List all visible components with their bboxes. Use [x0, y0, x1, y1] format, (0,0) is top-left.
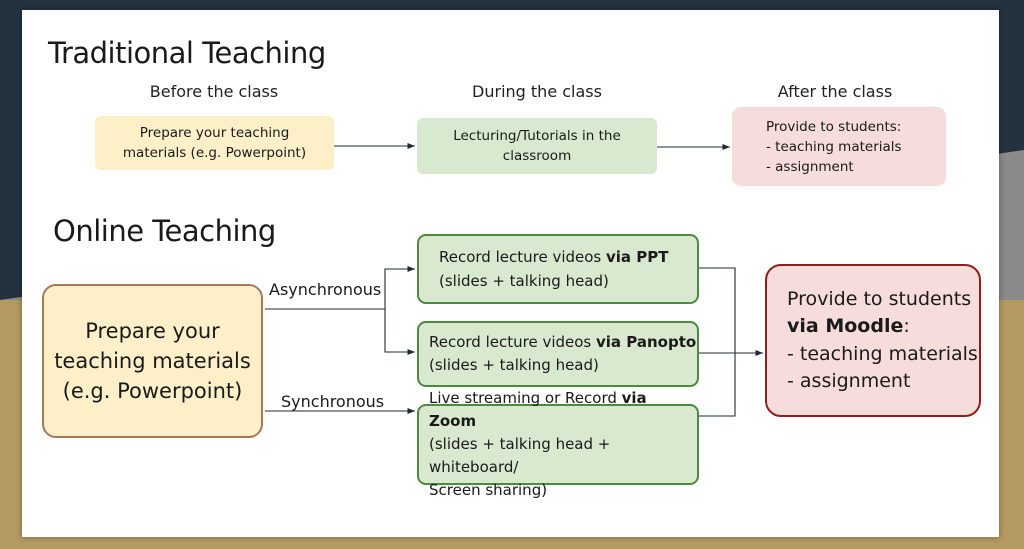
panopto-box: Record lecture videos via Panopto (slide… [417, 321, 699, 387]
online-teaching-title: Online Teaching [53, 214, 276, 248]
arrow-async-to-ppt [265, 265, 415, 310]
traditional-provide-line3: - assignment [766, 158, 854, 175]
moodle-box: Provide to students via Moodle: - teachi… [765, 264, 981, 417]
panopto-bold: via Panopto [596, 333, 697, 351]
phase-after-label: After the class [777, 82, 893, 101]
moodle-bold: via Moodle [787, 315, 904, 337]
traditional-provide-box: Provide to students: - teaching material… [732, 107, 946, 186]
panopto-line1: Record lecture videos via Panopto [429, 333, 697, 351]
phase-before-label: Before the class [149, 82, 279, 101]
online-prepare-box: Prepare your teaching materials (e.g. Po… [42, 284, 263, 438]
connectors [265, 142, 763, 417]
traditional-lecturing-line1: Lecturing/Tutorials in the [453, 128, 621, 144]
zoom-line3: Screen sharing) [429, 481, 548, 499]
online-prepare-line2: teaching materials [54, 349, 251, 373]
traditional-provide-line2: - teaching materials [766, 138, 902, 155]
traditional-teaching-title: Traditional Teaching [48, 36, 326, 70]
panopto-line2: (slides + talking head) [429, 356, 599, 374]
ppt-box: Record lecture videos via PPT (slides + … [417, 234, 699, 304]
traditional-prepare-line2: materials (e.g. Powerpoint) [122, 145, 307, 161]
moodle-line4: - assignment [787, 370, 911, 392]
ppt-line2: (slides + talking head) [439, 272, 609, 290]
arrow-async-to-panopto [384, 309, 415, 356]
zoom-bold: via Zoom [429, 389, 647, 430]
connector-zoom-to-moodle [699, 353, 736, 417]
phase-during-label: During the class [472, 82, 602, 101]
slide: Traditional Teaching Before the class Du… [22, 10, 999, 537]
asynchronous-label: Asynchronous [269, 280, 382, 299]
synchronous-label: Synchronous [281, 392, 385, 411]
online-prepare-line1: Prepare your [85, 319, 220, 343]
moodle-line3: - teaching materials [787, 342, 978, 365]
ppt-line1: Record lecture videos via PPT [439, 248, 669, 266]
zoom-line2: (slides + talking head + whiteboard/ [429, 435, 611, 476]
online-prepare-line3: (e.g. Powerpoint) [62, 379, 243, 403]
moodle-line2: via Moodle: [787, 315, 910, 337]
traditional-lecturing-box: Lecturing/Tutorials in the classroom [417, 118, 657, 174]
connector-ppt-to-moodle [699, 267, 736, 353]
traditional-provide-line1: Provide to students: [766, 118, 902, 135]
traditional-lecturing-line2: classroom [502, 148, 572, 164]
ppt-bold: via PPT [606, 248, 669, 266]
traditional-prepare-box: Prepare your teaching materials (e.g. Po… [95, 116, 334, 170]
moodle-line1: Provide to students [787, 287, 972, 310]
traditional-prepare-line1: Prepare your teaching [139, 125, 290, 141]
zoom-line1: Live streaming or Record via Zoom [429, 389, 647, 430]
zoom-box: Live streaming or Record via Zoom (slide… [417, 389, 699, 499]
